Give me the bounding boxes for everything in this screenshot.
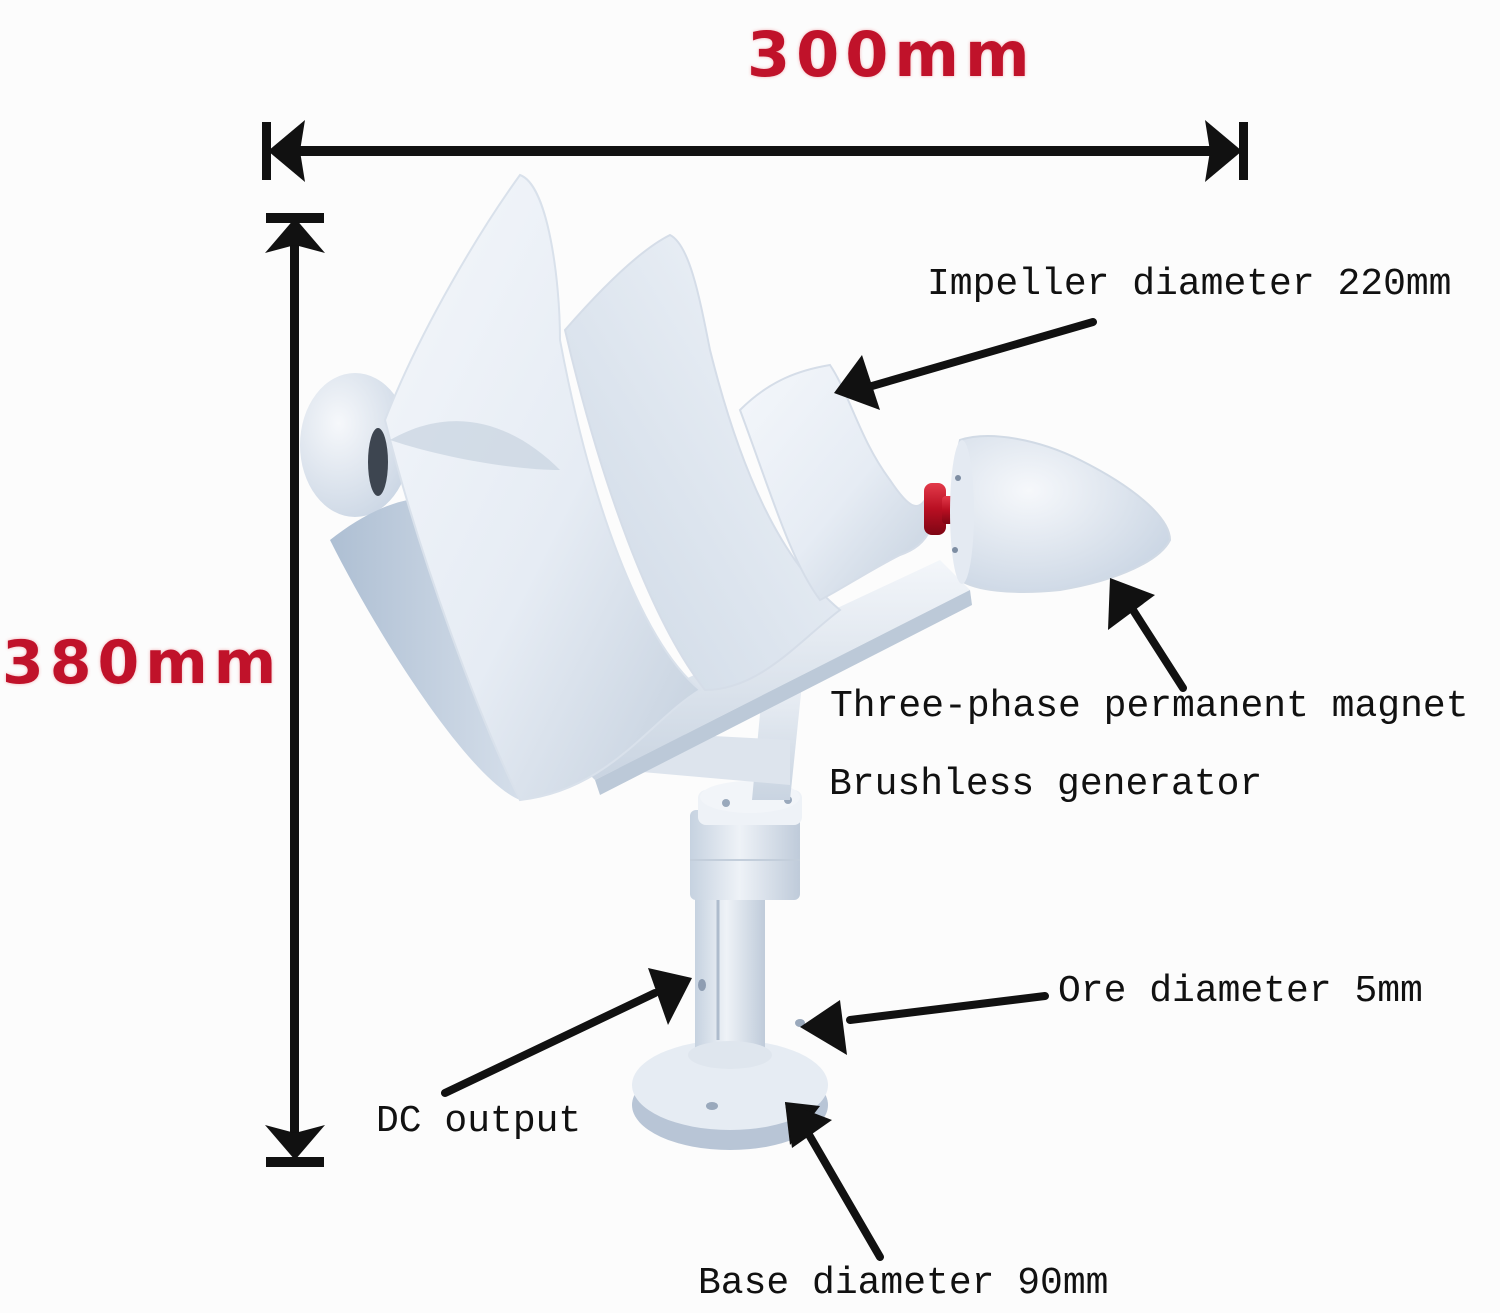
height-dimension-line bbox=[265, 213, 325, 1167]
callout-dc-output: DC output bbox=[376, 1100, 582, 1143]
callout-base-diameter: Base diameter 90mm bbox=[698, 1262, 1109, 1305]
callout-ore-diameter: Ore diameter 5mm bbox=[1058, 970, 1423, 1013]
callout-generator-type: Three-phase permanent magnet bbox=[830, 685, 1469, 728]
arrow-base bbox=[785, 1102, 884, 1261]
arrow-ore bbox=[800, 992, 1049, 1055]
width-dimension-label: 300mm bbox=[747, 18, 1036, 91]
wind-turbine bbox=[300, 173, 1172, 1150]
arrow-generator bbox=[1108, 578, 1187, 692]
callout-impeller-diameter: Impeller diameter 220mm bbox=[927, 263, 1452, 306]
arrow-dc-output bbox=[441, 968, 692, 1097]
arrow-impeller bbox=[834, 318, 1097, 410]
callout-generator-brushless: Brushless generator bbox=[829, 763, 1263, 806]
width-dimension-line bbox=[262, 120, 1248, 182]
height-dimension-label: 380mm bbox=[2, 628, 283, 698]
